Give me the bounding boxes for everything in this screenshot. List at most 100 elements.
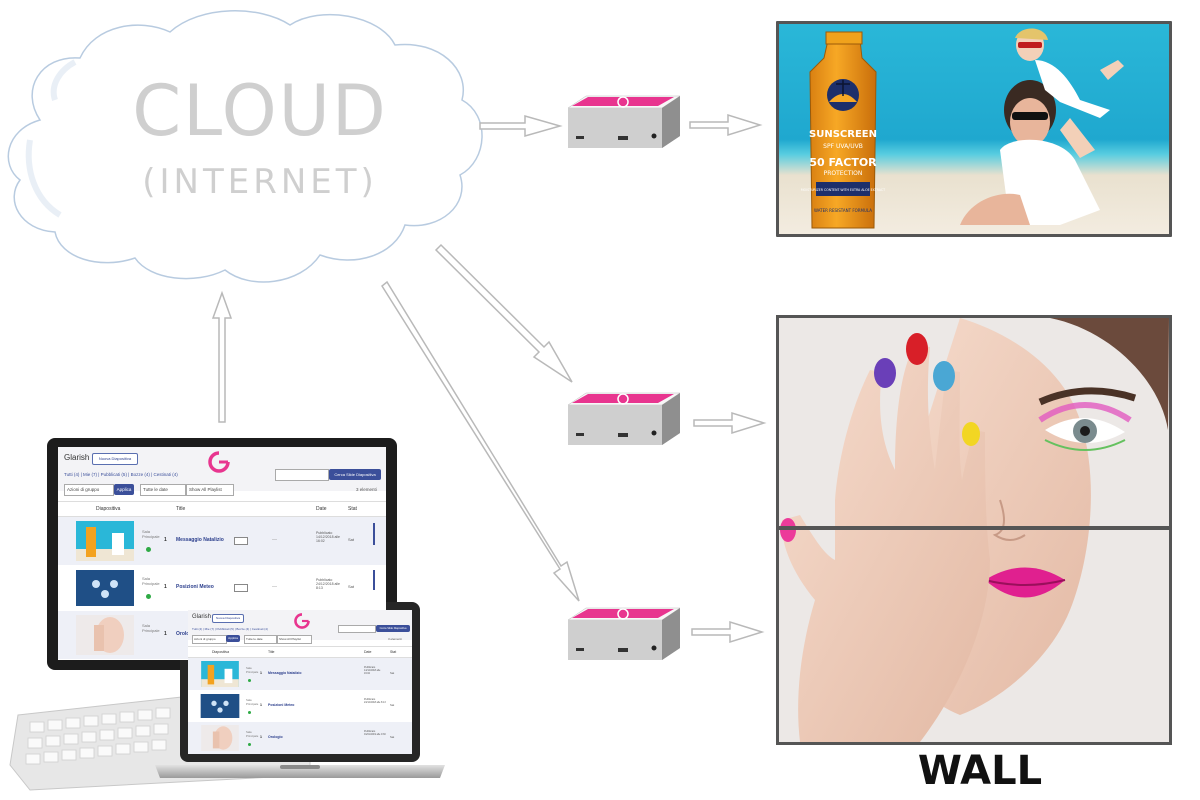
row-group: Sala Principale xyxy=(142,529,160,539)
col-slide[interactable]: Diapositiva xyxy=(96,506,121,512)
playlist-filter-select[interactable]: Show All Playlist xyxy=(277,635,312,644)
row-title[interactable]: Posizioni Meteo xyxy=(176,584,214,590)
cloud-shape xyxy=(7,10,483,283)
bulk-actions-select[interactable]: Azioni di gruppo xyxy=(192,635,227,644)
col-slide[interactable]: Diapositiva xyxy=(212,650,230,654)
row-group: Sala Principale xyxy=(246,730,259,738)
arrow-player-3-to-wall xyxy=(691,620,765,644)
row-order: 1 xyxy=(164,631,167,637)
col-date[interactable]: Date xyxy=(364,650,372,654)
row-title[interactable]: Messaggio Natalizio xyxy=(176,537,224,543)
row-thumbnail xyxy=(76,521,134,561)
row-thumbnail xyxy=(200,725,240,751)
cloud-title: CLOUD xyxy=(132,70,388,152)
row-thumbnail xyxy=(200,661,240,687)
bottle-spf-text: SPF UVA/UVB xyxy=(823,143,863,150)
row-meta: Pubblicato 24/12/2018 alle 8:13 xyxy=(364,698,386,704)
row-stat: Sat xyxy=(390,735,395,739)
col-stat[interactable]: Stat xyxy=(348,506,357,512)
row-order: 1 xyxy=(164,584,167,590)
status-filters[interactable]: Tutti (4) | Mie (7) | Pubblicati (5) | B… xyxy=(192,627,268,631)
row-stat: Sat xyxy=(390,671,395,675)
status-filters[interactable]: Tutti (4) | Mie (7) | Pubblicati (5) | B… xyxy=(64,472,178,477)
row-meta: Pubblicato 24/12/2018 alle 8:13 xyxy=(316,578,340,591)
date-filter-select[interactable]: Tutte le date xyxy=(140,484,186,496)
items-count: 3 elementi xyxy=(356,487,377,492)
row-status-dot xyxy=(248,743,251,746)
row-drag-handle[interactable] xyxy=(373,523,375,545)
row-status-dot xyxy=(146,594,151,599)
arrow-cloud-to-player-2 xyxy=(434,243,573,383)
video-wall xyxy=(776,315,1172,745)
col-title[interactable]: Title xyxy=(268,650,275,654)
row-thumbnail xyxy=(76,570,134,606)
media-player-1 xyxy=(567,95,681,148)
row-status-dot xyxy=(248,679,251,682)
row-title[interactable]: Posizioni Meteo xyxy=(268,703,295,707)
row-status-dot xyxy=(248,711,251,714)
app-title: Glarish xyxy=(64,453,90,462)
row-thumbnail xyxy=(76,615,134,655)
col-title[interactable]: Title xyxy=(176,506,186,512)
table-row[interactable]: Sala Principale 1 Posizioni Meteo Pubbli… xyxy=(188,691,412,722)
col-stat[interactable]: Stat xyxy=(390,650,397,654)
table-header: Diapositiva Title Date Stat xyxy=(188,646,412,658)
row-group: Sala Principale xyxy=(142,623,160,633)
row-meta: Pubblicato 14/12/2018 alle 16:02 xyxy=(364,666,381,675)
row-drag-handle[interactable] xyxy=(373,570,375,590)
search-button[interactable]: Cerca Slide Diapositiva xyxy=(329,469,381,480)
bottle-brand-text: SUNSCREEN xyxy=(809,129,877,140)
bottle-water-text: WATER RESISTANT FORMULA xyxy=(814,208,872,213)
search-input[interactable] xyxy=(338,625,376,633)
row-title[interactable]: Messaggio Natalizio xyxy=(268,671,302,675)
laptop-screen: Glarish Nuova Diapositiva Cerca Slide Di… xyxy=(188,610,412,754)
search-button[interactable]: Cerca Slide Diapositiva xyxy=(376,625,410,632)
row-status-dot xyxy=(146,547,151,552)
row-thumbnail xyxy=(200,694,240,718)
row-meta: Pubblicato 14/12/2018 alle 16:02 xyxy=(316,531,340,544)
row-order: 1 xyxy=(260,671,262,675)
table-row[interactable]: Sala Principale 1 Messaggio Natalizio — … xyxy=(58,517,386,566)
apply-button[interactable]: Applica xyxy=(114,484,134,495)
row-order: 1 xyxy=(260,735,262,739)
row-dash: — xyxy=(272,584,277,590)
brand-logo-icon xyxy=(208,451,230,473)
row-group: Sala Principale xyxy=(246,666,259,674)
brand-logo-icon xyxy=(294,613,310,629)
row-stat: Sat xyxy=(390,703,395,707)
media-player-2 xyxy=(567,392,681,445)
arrow-laptop-to-cloud xyxy=(211,290,233,423)
playlist-filter-select[interactable]: Show All Playlist xyxy=(186,484,234,496)
search-input[interactable] xyxy=(275,469,329,481)
row-title[interactable]: Orologio xyxy=(176,631,197,637)
row-stat: Sat xyxy=(348,584,355,589)
row-dash: — xyxy=(272,537,277,543)
row-duration-badge xyxy=(234,537,248,545)
row-order: 1 xyxy=(260,703,262,707)
row-group: Sala Principale xyxy=(142,576,160,586)
row-title[interactable]: Orologio xyxy=(268,735,283,739)
col-date[interactable]: Date xyxy=(316,506,327,512)
table-row[interactable]: Sala Principale 1 Messaggio Natalizio Pu… xyxy=(188,658,412,691)
new-slide-button[interactable]: Nuova Diapositiva xyxy=(92,453,138,465)
cloud-subtitle: (INTERNET) xyxy=(142,162,378,202)
arrow-cloud-to-player-1 xyxy=(479,115,563,137)
date-filter-select[interactable]: Tutte le date xyxy=(244,635,277,644)
apply-button[interactable]: Applica xyxy=(226,635,240,642)
new-slide-button[interactable]: Nuova Diapositiva xyxy=(212,614,244,623)
wall-label: WALL xyxy=(917,748,1043,794)
bulk-actions-select[interactable]: Azioni di gruppo xyxy=(64,484,114,496)
table-row[interactable]: Sala Principale 1 Orologio Pubblicato 01… xyxy=(188,722,412,754)
row-duration-badge xyxy=(234,584,248,592)
table-header: Diapositiva Title Date Stat xyxy=(58,501,386,517)
bottle-factor-text: 50 FACTOR xyxy=(809,156,877,169)
arrow-player-2-to-wall xyxy=(693,411,767,435)
row-stat: Sat xyxy=(348,537,355,542)
ad-screen-sunscreen: SUNSCREEN SPF UVA/UVB 50 FACTOR PROTECTI… xyxy=(776,21,1172,237)
row-order: 1 xyxy=(164,537,167,543)
bottle-moisturizer-text: MOISTURIZER CONTENT WITH EXTRA ALOE EXTR… xyxy=(801,188,885,192)
arrow-cloud-to-player-3 xyxy=(381,280,580,602)
media-player-3 xyxy=(567,607,681,660)
arrow-player-1-to-screen xyxy=(689,113,763,137)
table-row[interactable]: Sala Principale 1 Posizioni Meteo — Pubb… xyxy=(58,566,386,611)
